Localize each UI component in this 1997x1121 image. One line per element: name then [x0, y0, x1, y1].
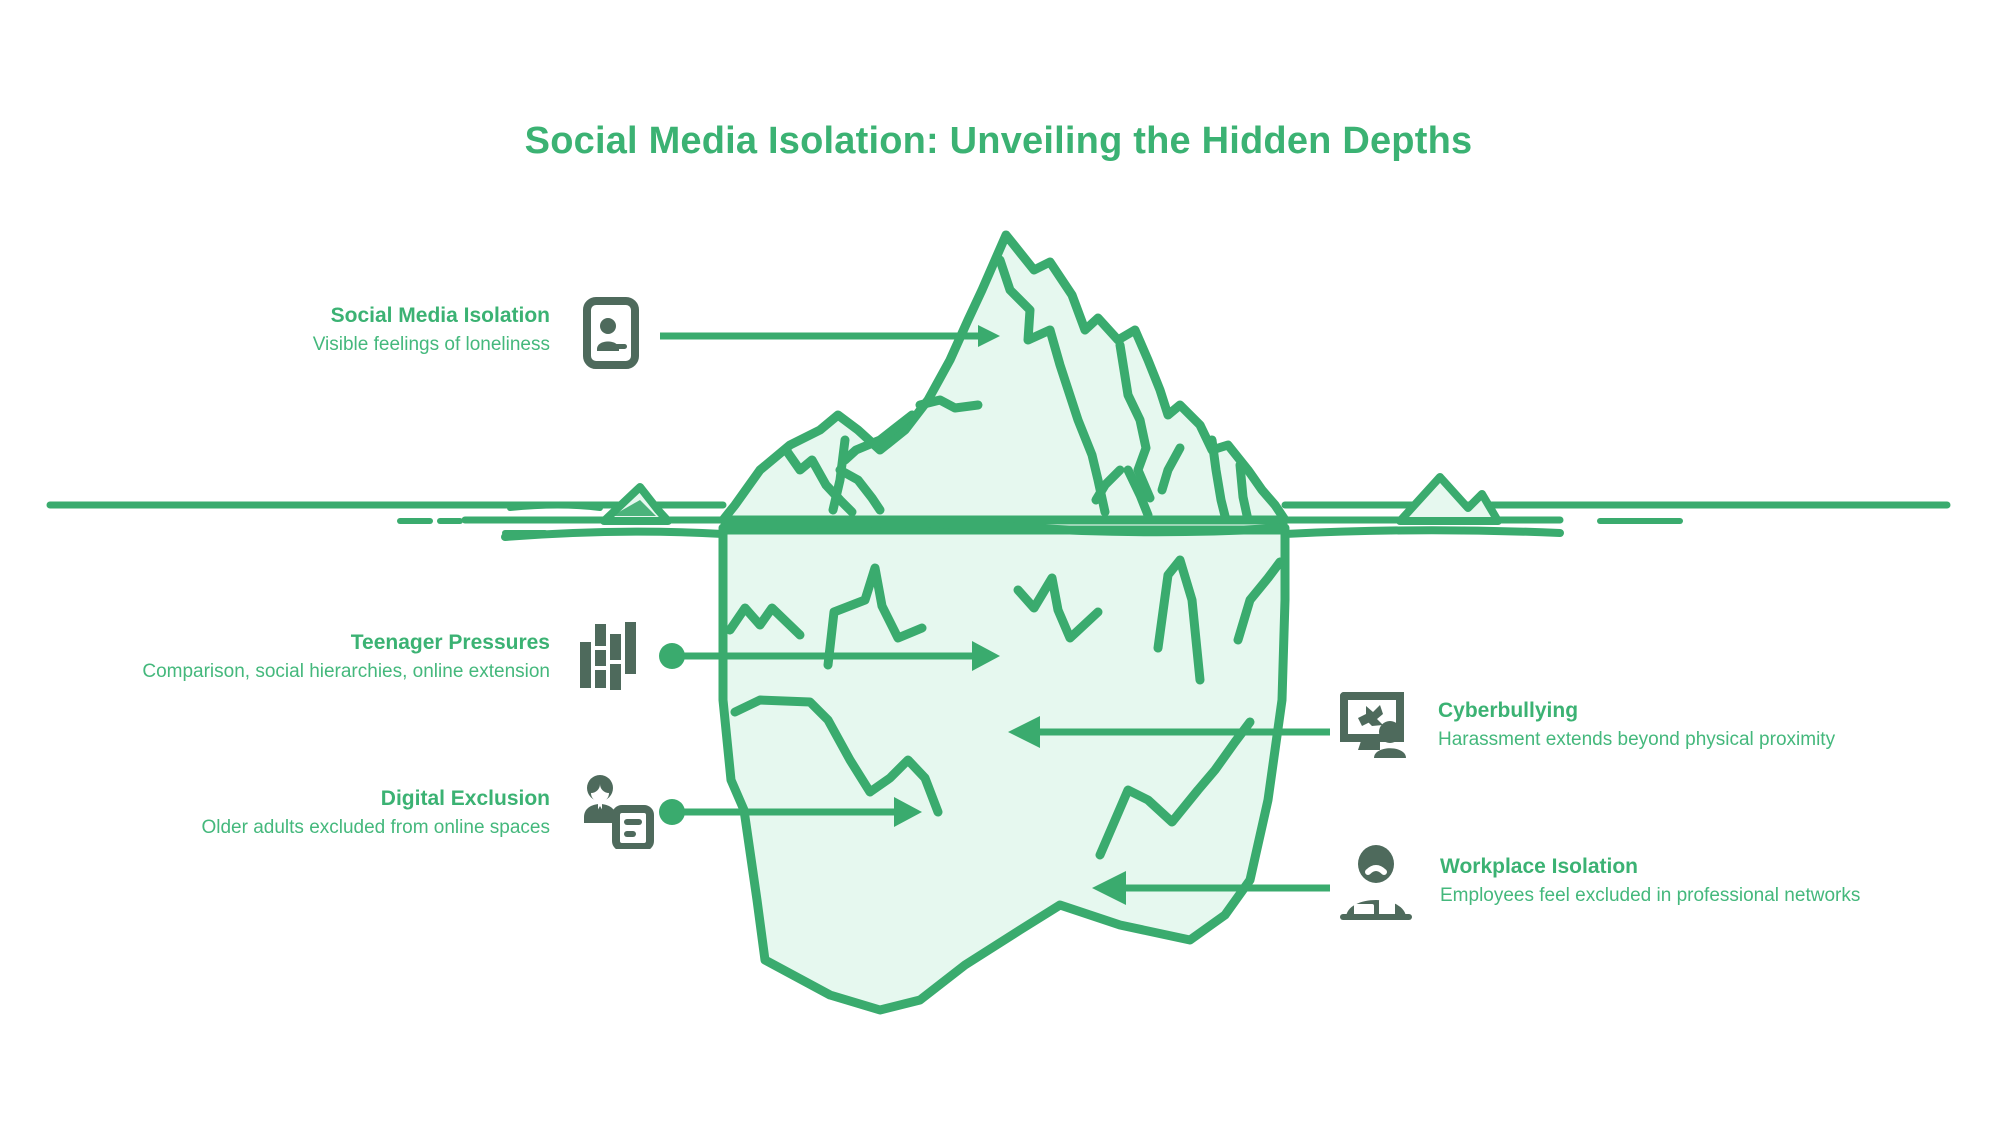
connector-teenager-pressures	[659, 641, 1000, 671]
monitor-person-icon	[1336, 684, 1412, 760]
connector-dot-teenager	[659, 643, 685, 669]
connector-digital-exclusion	[659, 797, 922, 827]
iceberg-tip-cracks	[781, 255, 1253, 525]
smartphone-person-icon	[583, 297, 639, 369]
item-subtitle: Employees feel excluded in professional …	[1440, 885, 1861, 907]
item-title: Social Media Isolation	[330, 304, 550, 327]
connector-cyberbullying	[1008, 716, 1330, 748]
connector-social-media-isolation	[660, 325, 1000, 347]
item-title: Digital Exclusion	[380, 787, 550, 810]
bar-levels-icon	[578, 620, 642, 692]
small-iceberg-left	[600, 483, 672, 525]
label-teenager-pressures: Teenager Pressures Comparison, social hi…	[60, 630, 550, 685]
iceberg-underwater-mass	[718, 525, 1290, 1015]
label-social-media-isolation: Social Media Isolation Visible feelings …	[200, 303, 550, 358]
connector-dot-digital-exclusion	[659, 799, 685, 825]
water-wave-center	[718, 518, 1290, 537]
item-subtitle: Visible feelings of loneliness	[312, 334, 550, 356]
label-digital-exclusion: Digital Exclusion Older adults excluded …	[100, 786, 550, 841]
item-title: Workplace Isolation	[1440, 855, 1638, 878]
water-wave-left	[501, 527, 727, 541]
waterline-ripple-a	[507, 502, 603, 511]
sad-person-desk-icon	[1340, 844, 1412, 920]
label-cyberbullying: Cyberbullying Harassment extends beyond …	[1438, 698, 1958, 753]
item-subtitle: Harassment extends beyond physical proxi…	[1438, 729, 1836, 751]
page-title: Social Media Isolation: Unveiling the Hi…	[524, 120, 1473, 162]
connector-workplace-isolation	[1092, 871, 1330, 905]
small-iceberg-right	[1396, 473, 1502, 525]
person-document-icon	[578, 773, 654, 849]
item-subtitle: Comparison, social hierarchies, online e…	[142, 661, 550, 683]
item-subtitle: Older adults excluded from online spaces	[201, 817, 550, 839]
item-title: Cyberbullying	[1438, 699, 1579, 722]
water-wave-right	[1281, 526, 1564, 538]
label-workplace-isolation: Workplace Isolation Employees feel exclu…	[1440, 854, 1980, 909]
iceberg-underwater-cracks	[725, 555, 1285, 860]
item-title: Teenager Pressures	[350, 631, 550, 654]
